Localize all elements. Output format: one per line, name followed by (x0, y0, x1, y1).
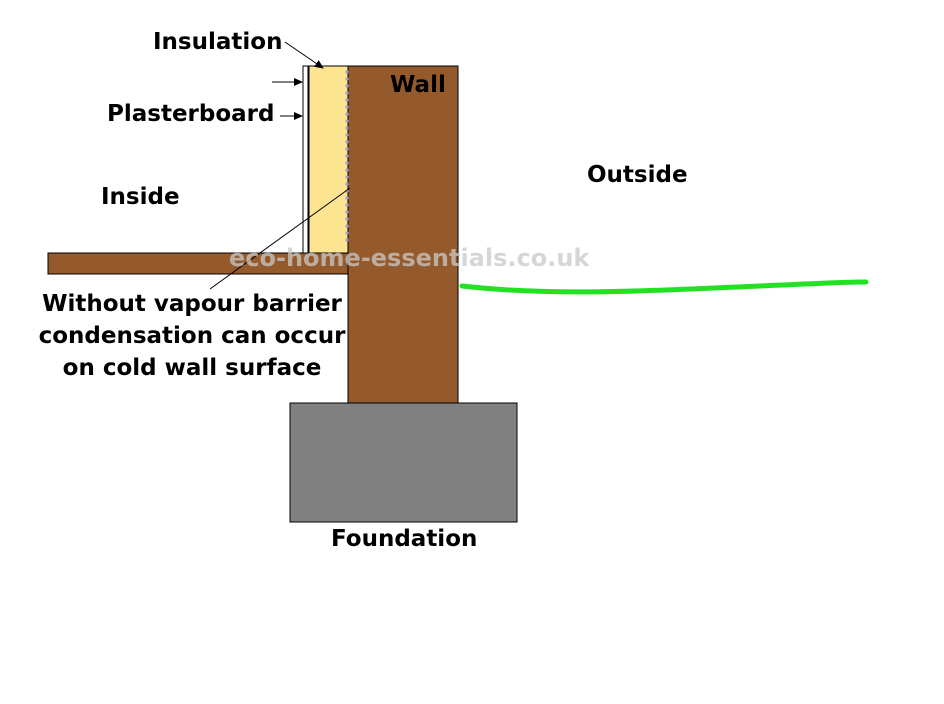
condensation-dot (345, 182, 349, 186)
insulation-leader-arrow (284, 41, 324, 69)
condensation-note-line: condensation can occur (38, 323, 346, 350)
condensation-dot (345, 126, 349, 130)
condensation-dot (345, 161, 349, 165)
ground-line (459, 279, 869, 295)
insulation-layer (308, 65, 349, 254)
insulation-label: Insulation (153, 29, 283, 55)
condensation-dot (345, 154, 349, 158)
condensation-dot (345, 196, 349, 200)
condensation-dot (345, 203, 349, 207)
condensation-note-line: on cold wall surface (62, 355, 322, 382)
inside-label: Inside (101, 184, 180, 210)
foundation (289, 402, 518, 523)
condensation-dot (345, 119, 349, 123)
condensation-dot (345, 210, 349, 214)
condensation-dot (345, 231, 349, 235)
condensation-dot (345, 217, 349, 221)
wall (347, 65, 459, 404)
condensation-dot (345, 175, 349, 179)
condensation-dot (345, 77, 349, 81)
condensation-dot (345, 238, 349, 242)
condensation-dot (345, 140, 349, 144)
outside-label: Outside (587, 162, 688, 188)
condensation-dot (345, 168, 349, 172)
condensation-dot (345, 112, 349, 116)
condensation-dot (345, 70, 349, 74)
condensation-dot (345, 91, 349, 95)
foundation-label: Foundation (331, 526, 478, 552)
condensation-dot (345, 224, 349, 228)
condensation-dot (345, 98, 349, 102)
wall-label: Wall (390, 72, 446, 98)
condensation-dot (345, 105, 349, 109)
plasterboard-label: Plasterboard (107, 101, 275, 127)
condensation-note: Without vapour barrier condensation can … (22, 288, 362, 385)
condensation-leader-line (209, 187, 351, 290)
watermark: eco-home-essentials.co.uk (229, 244, 590, 272)
condensation-dot (345, 147, 349, 151)
condensation-dot (345, 133, 349, 137)
condensation-dot (345, 84, 349, 88)
plasterboard-layer (302, 65, 309, 254)
condensation-note-line: Without vapour barrier (42, 291, 342, 317)
